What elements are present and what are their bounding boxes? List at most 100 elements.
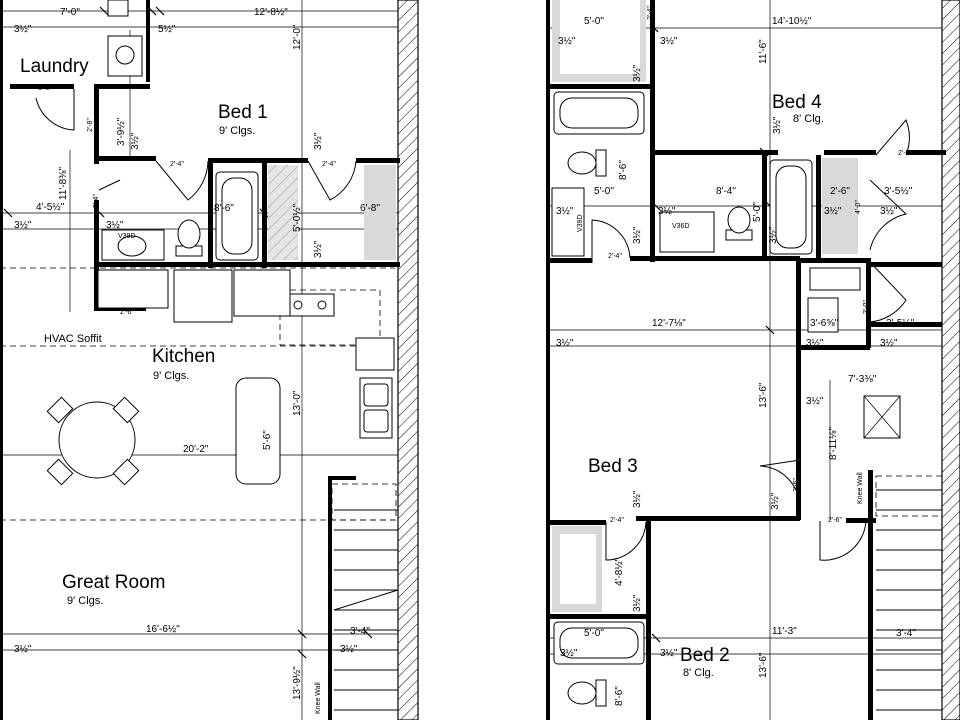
svg-text:3½": 3½" [560, 648, 578, 659]
sink-icon [117, 235, 147, 257]
door-swings-right [591, 119, 910, 561]
svg-text:5'-0": 5'-0" [584, 628, 604, 639]
svg-text:2'-6": 2'-6" [120, 309, 134, 316]
svg-text:3½": 3½" [770, 492, 781, 510]
hvac-soffit-label: HVAC Soffit [44, 333, 102, 345]
svg-text:5'-0½": 5'-0½" [292, 203, 303, 232]
svg-text:3½": 3½" [313, 132, 324, 150]
svg-text:2'-6": 2'-6" [830, 186, 850, 197]
svg-text:3'-0": 3'-0" [863, 300, 870, 314]
svg-text:2'-4": 2'-4" [672, 150, 686, 157]
svg-text:2'-8": 2'-8" [87, 118, 94, 132]
svg-text:14'-10½": 14'-10½" [772, 16, 812, 27]
vanity-label-r1: V39D [577, 214, 584, 232]
svg-text:2'-6": 2'-6" [828, 517, 842, 524]
exterior-wall-left-plan [397, 0, 419, 720]
toilet-right-1 [567, 149, 607, 177]
ceiling-label-bed4: 8' Clg. [793, 113, 824, 125]
interior-walls-left [0, 0, 400, 720]
svg-text:13'-6": 13'-6" [758, 382, 769, 408]
dimension-labels-left: 7'-0" 12'-8½" 3½" 5½" 12'-0" 3'-0" 2'-8"… [14, 7, 380, 700]
svg-text:13'-0": 13'-0" [292, 390, 303, 416]
svg-text:8'-6": 8'-6" [614, 686, 625, 706]
svg-text:13'-9½": 13'-9½" [292, 666, 303, 700]
svg-text:3½": 3½" [880, 338, 898, 349]
svg-text:2'-4": 2'-4" [608, 253, 622, 260]
vanity-label-left: V39D [118, 233, 136, 240]
svg-text:11'-6": 11'-6" [758, 39, 769, 64]
svg-text:3½": 3½" [632, 490, 643, 508]
svg-text:3'-5½": 3'-5½" [884, 186, 913, 197]
toilet-right-3 [567, 679, 607, 707]
svg-text:7'-0": 7'-0" [60, 7, 80, 18]
svg-text:12'-8½": 12'-8½" [254, 7, 288, 18]
svg-text:2'-4": 2'-4" [170, 161, 184, 168]
right-plan: Bed 4 8' Clg. Bed 3 Bed 2 8' Clg. Knee W… [546, 0, 960, 720]
svg-text:11'-3": 11'-3" [772, 626, 797, 637]
svg-text:2'-4": 2'-4" [322, 161, 336, 168]
knee-wall-label-left: Knee Wall [315, 682, 322, 714]
svg-text:3½": 3½" [14, 644, 32, 655]
svg-text:3½": 3½" [558, 36, 576, 47]
svg-text:3½": 3½" [768, 226, 779, 244]
svg-text:3½": 3½" [130, 132, 141, 150]
svg-text:2'-4": 2'-4" [610, 517, 624, 524]
door-swings-left [35, 89, 357, 201]
stair-left [333, 509, 399, 711]
svg-text:3½": 3½" [824, 206, 842, 217]
svg-text:3'-0": 3'-0" [38, 85, 52, 92]
svg-text:3½": 3½" [14, 24, 32, 35]
interior-walls-right [546, 0, 946, 720]
svg-text:5½": 5½" [158, 24, 176, 35]
svg-text:13'-6": 13'-6" [758, 652, 769, 678]
toilet-icon [175, 219, 203, 257]
ceiling-label-bed2: 8' Clg. [683, 667, 714, 679]
svg-text:20'-2": 20'-2" [183, 444, 209, 455]
ceiling-label-great-room: 9' Clgs. [67, 595, 103, 607]
ceiling-label-bed1: 9' Clgs. [219, 125, 255, 137]
ceiling-label-kitchen: 9' Clgs. [153, 370, 189, 382]
room-label-great-room: Great Room [62, 572, 165, 593]
svg-text:3'-4": 3'-4" [896, 628, 916, 639]
svg-text:3'-6⅝": 3'-6⅝" [810, 318, 839, 329]
room-label-bed3: Bed 3 [588, 456, 638, 477]
room-label-laundry: Laundry [20, 56, 89, 77]
svg-text:3½": 3½" [632, 594, 643, 612]
svg-text:5'-6": 5'-6" [262, 430, 273, 450]
svg-text:3½": 3½" [806, 338, 824, 349]
svg-text:2'-6": 2'-6" [793, 478, 800, 492]
svg-text:3½": 3½" [340, 644, 358, 655]
svg-text:8'-11⅛": 8'-11⅛" [828, 426, 839, 460]
svg-text:3½": 3½" [106, 220, 124, 231]
svg-text:6'-8": 6'-8" [360, 203, 380, 214]
svg-text:5'-0": 5'-0" [584, 16, 604, 27]
svg-text:3½": 3½" [660, 648, 678, 659]
svg-text:3½": 3½" [632, 226, 643, 244]
svg-text:4'-5½": 4'-5½" [36, 202, 65, 213]
knee-wall-label-right: Knee Wall [857, 472, 864, 504]
dining-table [46, 396, 140, 486]
dimension-ticks-right [649, 23, 775, 643]
svg-text:3½": 3½" [632, 64, 643, 82]
svg-text:4'-0": 4'-0" [855, 200, 862, 214]
svg-text:12'-0": 12'-0" [292, 24, 303, 50]
svg-text:3'-5½": 3'-5½" [886, 318, 915, 329]
svg-text:3½": 3½" [880, 206, 898, 217]
svg-text:2'-4": 2'-4" [93, 194, 100, 208]
svg-text:3½": 3½" [14, 220, 32, 231]
room-label-bed2: Bed 2 [680, 645, 730, 666]
svg-text:3½": 3½" [772, 116, 783, 134]
toilet-right-2 [725, 206, 753, 241]
room-label-kitchen: Kitchen [152, 346, 215, 367]
svg-text:3½": 3½" [806, 396, 824, 407]
svg-text:3'-4": 3'-4" [350, 626, 370, 637]
svg-text:3'-9½": 3'-9½" [116, 117, 127, 146]
room-label-bed1: Bed 1 [218, 102, 268, 123]
svg-text:7'-3⅜": 7'-3⅜" [848, 374, 877, 385]
svg-text:11'-8⅜": 11'-8⅜" [58, 166, 69, 200]
svg-text:16'-6½": 16'-6½" [146, 624, 180, 635]
svg-text:3½": 3½" [313, 240, 324, 258]
svg-text:8'-6": 8'-6" [214, 203, 234, 214]
svg-text:3½": 3½" [658, 206, 676, 217]
left-plan: Laundry Bed 1 9' Clgs. Kitchen 9' Clgs. … [0, 0, 419, 720]
